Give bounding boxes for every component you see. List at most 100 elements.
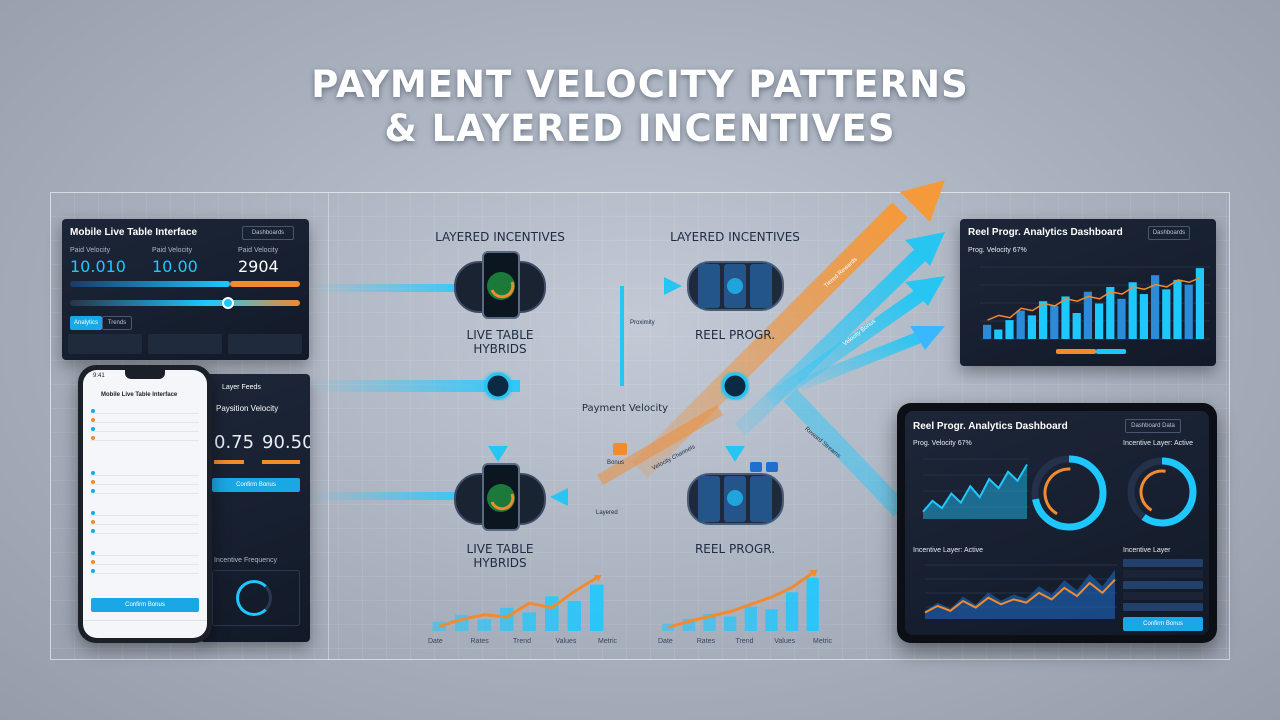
chart-trend-arrowhead (809, 570, 818, 577)
side-card-footer: Incentive Frequency (214, 557, 278, 564)
stat-label-2: Paid Velocity (152, 247, 193, 254)
chart-bar (744, 606, 757, 631)
tablet-area-chart (922, 458, 1029, 519)
card-icon (766, 462, 778, 472)
tablet-confirm-button[interactable]: Confirm Bonus (1123, 617, 1203, 631)
reel-device-top (687, 261, 784, 311)
mobile-live-table-panel: Mobile Live Table Interface Dashboards P… (62, 219, 309, 360)
reel-panel-title: Reel Progr. Analytics Dashboard (968, 227, 1123, 238)
phone-confirm-button[interactable]: Confirm Bonus (91, 598, 199, 612)
diagram-frame (50, 192, 1230, 660)
phone-list-row[interactable] (91, 559, 199, 565)
label-reel-top: REEL PROGR. (694, 328, 776, 342)
page-title-line-1: PAYMENT VELOCITY PATTERNS (311, 63, 969, 106)
chart-tick-label: Values (774, 638, 795, 645)
chart-bar (522, 612, 536, 631)
chart-bar (1184, 284, 1193, 339)
chart-trend-line (438, 576, 598, 628)
phone-list-row[interactable] (91, 426, 199, 432)
side-velocity-card: Layer Feeds Paysition Velocity 0.75 90.5… (200, 374, 310, 642)
incentive-list-row[interactable] (1123, 559, 1203, 567)
side-value-1: 0.75 (214, 432, 255, 453)
wave-fill (925, 569, 1115, 619)
chart-bar (1039, 301, 1048, 339)
row-status-dot (91, 560, 95, 564)
side-confirm-button[interactable]: Confirm Bonus (212, 478, 300, 492)
phone-list-row[interactable] (91, 479, 199, 485)
stat-value-3: 2904 (238, 257, 279, 276)
chart-bar (724, 616, 737, 631)
wave-trend-line (924, 579, 1116, 614)
ring-accent (1139, 469, 1185, 515)
chart-tick-label: Metric (598, 638, 618, 645)
chart-bar (1173, 279, 1182, 339)
chart-bar (1095, 303, 1104, 339)
panel-title: Mobile Live Table Interface (70, 227, 198, 238)
slider-handle[interactable] (222, 297, 234, 309)
phone-list-row[interactable] (91, 550, 199, 556)
label-live-table-top: LIVE TABLE HYBRIDS (466, 328, 534, 356)
phone-list-row[interactable] (91, 417, 199, 423)
tablet-wave-chart (924, 564, 1117, 619)
chart-bar (1005, 320, 1014, 339)
chart-tick-label: Metric (813, 638, 833, 645)
chart-tick-label: Rates (697, 638, 716, 645)
phone-list-row[interactable] (91, 528, 199, 534)
row-status-dot (91, 480, 95, 484)
area-line (922, 463, 1028, 513)
chart-bar (785, 592, 799, 631)
reel-dashboards-button[interactable]: Dashboards (1148, 226, 1190, 240)
incentive-list-row[interactable] (1123, 570, 1203, 578)
row-status-dot (91, 529, 95, 533)
row-status-dot (91, 551, 95, 555)
tab-analytics[interactable]: Analytics (70, 316, 102, 330)
dashboards-button[interactable]: Dashboards (242, 226, 294, 240)
chart-bar (806, 577, 819, 631)
chart-trend-line (987, 276, 1201, 321)
chart-bar (983, 324, 992, 339)
phone-time: 9:41 (93, 373, 105, 379)
phone-list-row[interactable] (91, 470, 199, 476)
tablet-dashboard-button[interactable]: Dashboard Data (1125, 419, 1181, 433)
phone-tab-bar[interactable] (83, 620, 207, 638)
tablet-device: Reel Progr. Analytics Dashboard Dashboar… (897, 403, 1217, 643)
ring-value (1031, 455, 1107, 531)
incentive-list-row[interactable] (1123, 581, 1203, 589)
phone-title: Mobile Live Table Interface (101, 392, 178, 398)
chart-bar (500, 607, 514, 631)
phone-device: 9:41 Mobile Live Table Interface Confirm… (78, 365, 212, 643)
incentive-list-row[interactable] (1123, 603, 1203, 611)
label-reel-bottom: REEL PROGR. (694, 542, 776, 556)
chart-tick-label: Date (658, 638, 673, 645)
phone-list-row[interactable] (91, 408, 199, 414)
row-status-dot (91, 471, 95, 475)
phone-list-row[interactable] (91, 435, 199, 441)
velocity-slider[interactable] (70, 300, 300, 306)
phone-list-row[interactable] (91, 488, 199, 494)
phone-list-row[interactable] (91, 519, 199, 525)
side-card-title: Layer Feeds (222, 384, 261, 391)
chart-tick-label: Trend (736, 638, 754, 645)
incentive-list-row[interactable] (1123, 592, 1203, 600)
chart-bar (1195, 268, 1204, 339)
tablet-dashboard: Reel Progr. Analytics Dashboard Dashboar… (905, 411, 1209, 635)
live-table-device-top (454, 251, 546, 319)
chart-bar (1128, 282, 1137, 339)
chart-bar (1106, 287, 1115, 339)
label-layered-incentives-left: LAYERED INCENTIVES (435, 230, 565, 244)
tab-trends[interactable]: Trends (102, 316, 132, 330)
tablet-ring-chart-1 (1031, 455, 1107, 531)
label-small-3: Layered (596, 510, 618, 516)
range-fill (1056, 349, 1096, 354)
reel-panel-subtitle: Prog. Velocity 67% (968, 247, 1027, 254)
chart-trend-line (667, 571, 814, 629)
row-status-dot (91, 409, 95, 413)
ring-accent (1043, 467, 1095, 519)
label-small-1: Proximity (630, 320, 655, 326)
bonus-tag-icon (613, 443, 627, 455)
chart-bar (994, 329, 1003, 339)
phone-list-row[interactable] (91, 568, 199, 574)
phone-list-row[interactable] (91, 510, 199, 516)
